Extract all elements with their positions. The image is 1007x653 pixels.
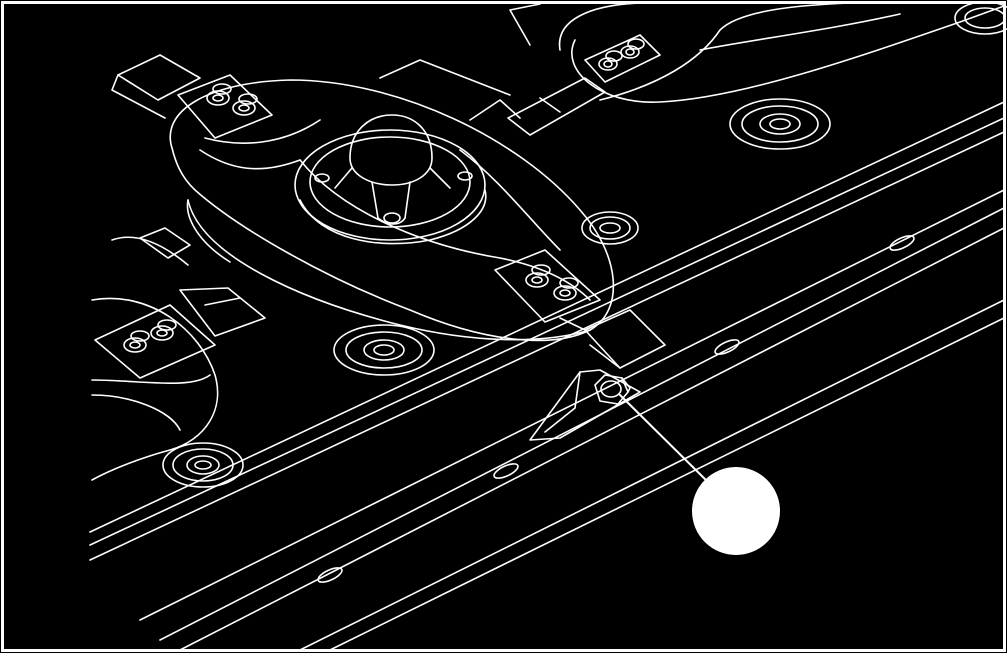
bar-slot	[889, 235, 915, 251]
hub-dome	[349, 114, 433, 186]
blade-bolt	[206, 83, 258, 116]
cutter-disc-center	[111, 54, 666, 369]
hub-hole	[383, 212, 401, 224]
cutter-disc-left	[91, 227, 266, 481]
knife-blade	[139, 227, 191, 259]
bearing-washer	[954, 1, 1007, 35]
bearing-washer	[581, 211, 639, 245]
hub-ring-inner	[309, 136, 471, 228]
callout-circle	[692, 467, 780, 555]
callout-marker	[692, 467, 780, 555]
skid-nut	[594, 374, 631, 405]
callout-leader-line	[619, 394, 713, 487]
bearing-washer	[333, 324, 435, 376]
skid-guard	[529, 369, 641, 441]
bar-slot	[493, 463, 519, 479]
blade-bolt	[598, 38, 645, 71]
bearing-washer	[729, 98, 831, 150]
cutter-disc-upper-right	[507, 2, 1005, 136]
bar-slot	[317, 567, 343, 583]
blade-bolt	[123, 319, 177, 353]
cutter-bar	[89, 101, 1005, 651]
disc-outer	[169, 79, 615, 342]
hub-ring-outer	[294, 129, 486, 241]
blade-bolt	[525, 264, 579, 301]
bar-slot	[714, 339, 740, 355]
disc-lower-rim	[187, 199, 591, 341]
knife-blade	[117, 54, 201, 101]
bar-slots	[317, 235, 915, 583]
bearing-washer	[162, 442, 244, 488]
knife-blade	[584, 309, 666, 369]
